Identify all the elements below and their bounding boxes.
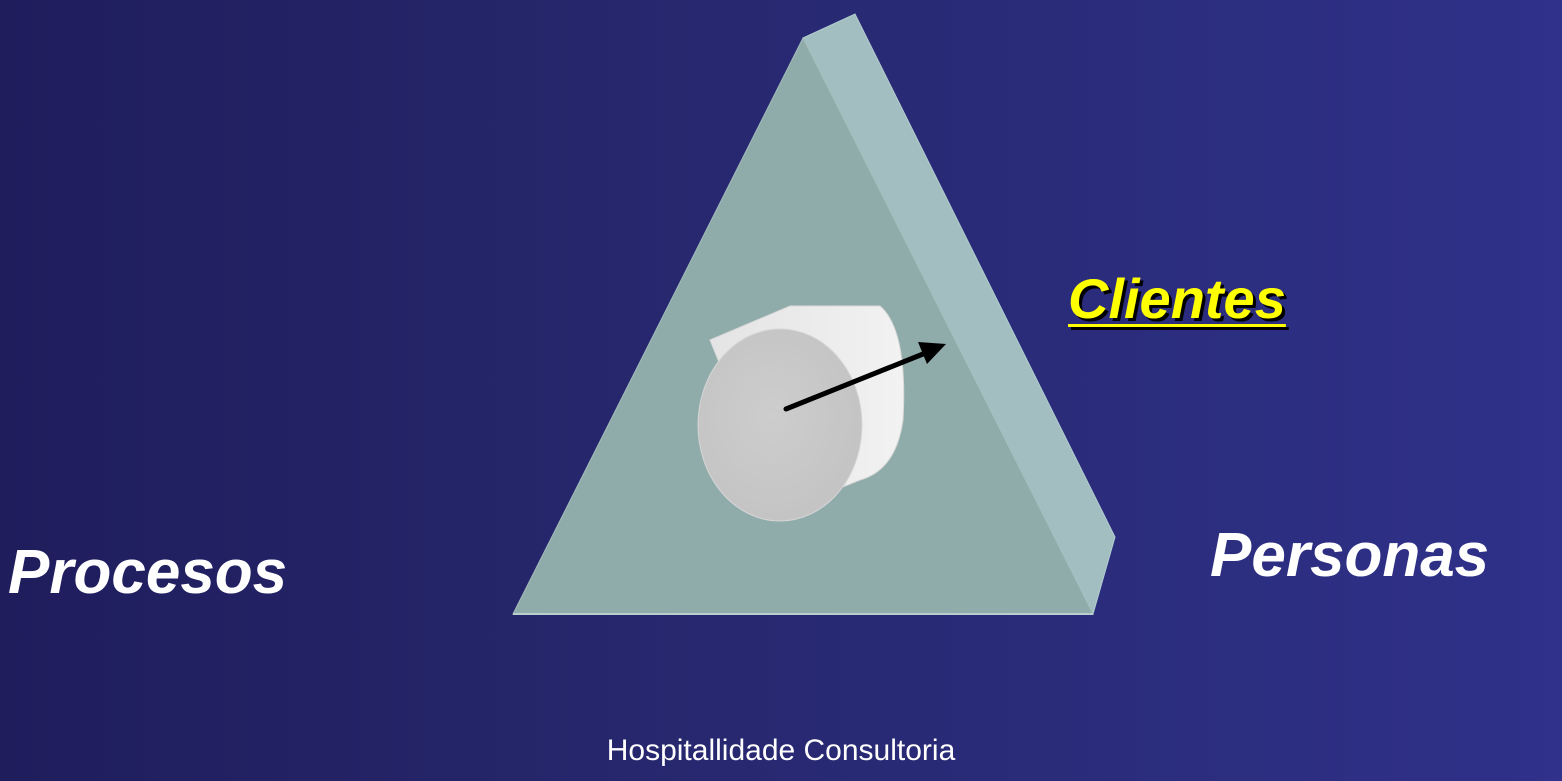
label-clientes: Clientes	[1068, 267, 1286, 330]
cylinder-face	[697, 328, 863, 522]
label-personas: Personas	[1210, 521, 1490, 590]
arrow-head	[918, 342, 946, 364]
label-procesos: Procesos	[8, 538, 288, 607]
footer-text: Hospitallidade Consultoria	[606, 734, 956, 767]
arrow-shaft	[783, 349, 931, 412]
